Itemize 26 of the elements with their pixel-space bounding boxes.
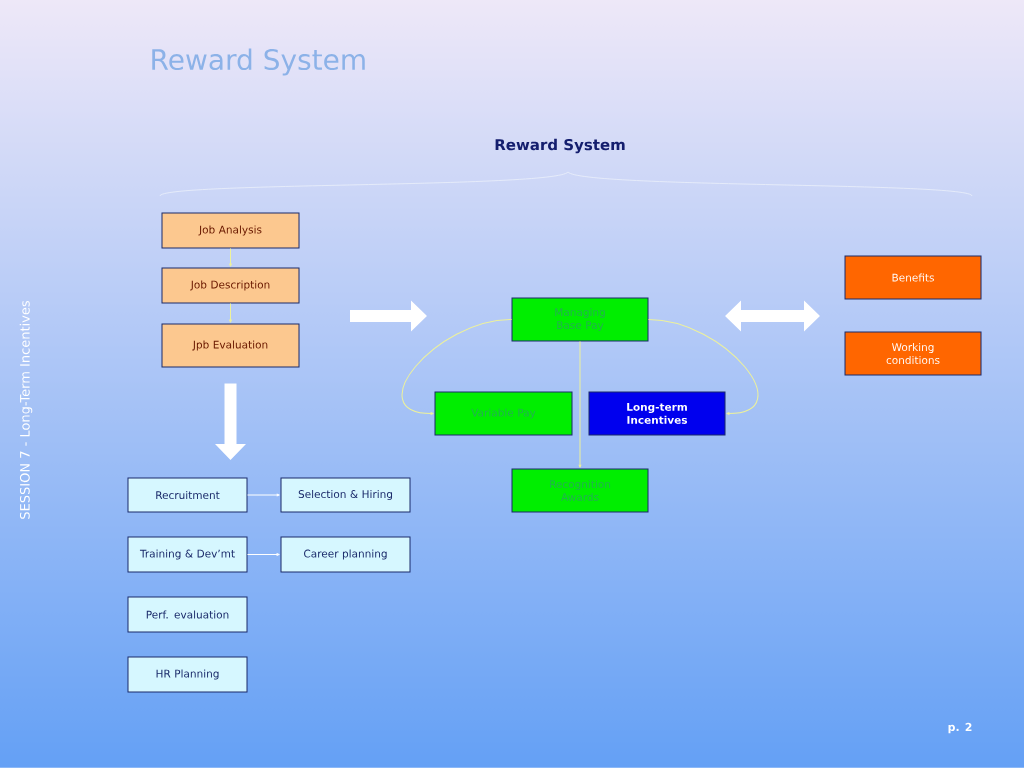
process-box: Selection & Hiring xyxy=(280,477,411,513)
process-box: Job Description xyxy=(161,267,300,304)
slide-title: Reward System xyxy=(152,48,365,76)
process-box: HR Planning xyxy=(127,656,248,693)
arrow xyxy=(578,341,582,468)
process-box: Benefits xyxy=(844,255,982,300)
process-box: Job Analysis xyxy=(161,212,300,249)
process-box: Training & Dev’mt xyxy=(127,536,248,573)
process-box: Working conditions xyxy=(844,331,982,376)
process-box: Recognition Awards xyxy=(511,468,649,513)
process-box: Jpb Evaluation xyxy=(161,323,300,368)
process-box: Career planning xyxy=(280,536,411,573)
process-box: Managing Base Pay xyxy=(511,297,649,342)
arrow xyxy=(229,303,232,323)
process-box: Variable Pay xyxy=(434,391,573,436)
process-box: Recruitment xyxy=(127,477,248,513)
diagram-heading: Reward System xyxy=(495,138,625,154)
arrow xyxy=(648,319,759,415)
process-box: Perf. evaluation xyxy=(127,596,248,633)
arrow xyxy=(229,248,232,267)
arrow xyxy=(247,493,280,497)
arrow xyxy=(401,319,512,415)
process-box: Long-term Incentives xyxy=(588,391,726,436)
arrow xyxy=(247,553,280,556)
page-number: p. 2 xyxy=(948,722,972,734)
side-label: SESSION 7 - Long-Term Incentives xyxy=(19,300,33,519)
